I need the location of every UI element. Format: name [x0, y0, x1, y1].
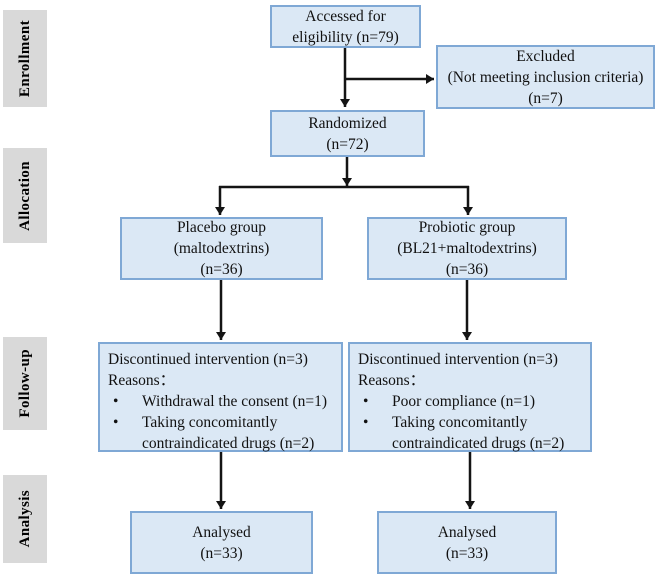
box-accessed-for-eligibility: Accessed for eligibility (n=79): [270, 5, 421, 48]
box-line: Reasons：: [358, 372, 426, 389]
box-line: (n=36): [445, 261, 489, 278]
box-line: (n=33): [445, 544, 489, 562]
box-analysed-placebo: Analysed (n=33): [130, 511, 313, 574]
box-line: Analysed: [192, 523, 251, 541]
bullet-icon: •: [363, 393, 369, 410]
box-line: Randomized: [308, 114, 387, 132]
box-line: Excluded: [516, 47, 575, 65]
box-line: eligibility (n=79): [292, 28, 399, 46]
bullet-text: Poor compliance (n=1): [392, 393, 536, 410]
stage-label-analysis: Analysis: [3, 475, 47, 563]
box-line: (n=33): [200, 544, 243, 562]
box-line: Analysed: [437, 523, 497, 541]
box-randomized: Randomized (n=72): [270, 110, 425, 157]
stage-label-allocation: Allocation: [3, 148, 47, 243]
box-discontinued-placebo: Discontinued intervention (n=3) Reasons：…: [98, 342, 343, 452]
box-line: (maltodextrins): [173, 240, 270, 257]
stage-label-followup: Follow-up: [3, 337, 47, 430]
bullet-text: Taking concomitantly contraindicated dru…: [392, 414, 565, 452]
bullet-item: • Withdrawal the consent (n=1): [113, 391, 333, 412]
box-line: (n=7): [528, 89, 563, 107]
bullet-item: • Taking concomitantly contraindicated d…: [363, 412, 582, 454]
box-discontinued-probiotic: Discontinued intervention (n=3) Reasons：…: [348, 342, 592, 452]
box-line: Placebo group: [176, 219, 267, 236]
box-line: (BL21+maltodextrins): [397, 240, 537, 257]
box-excluded: Excluded (Not meeting inclusion criteria…: [436, 45, 655, 109]
stage-label-text: Follow-up: [16, 349, 33, 418]
box-line: (n=36): [200, 261, 243, 278]
bullet-text: Withdrawal the consent (n=1): [142, 393, 328, 410]
stage-label-text: Allocation: [16, 160, 33, 231]
stage-label-text: Enrollment: [16, 19, 33, 98]
stage-label-enrollment: Enrollment: [3, 10, 47, 107]
bullet-item: • Taking concomitantly contraindicated d…: [113, 412, 333, 454]
bullet-item: • Poor compliance (n=1): [363, 391, 582, 412]
bullet-icon: •: [363, 414, 369, 431]
box-line: Discontinued intervention (n=3): [108, 351, 308, 368]
bullet-icon: •: [113, 414, 119, 431]
bullet-icon: •: [113, 393, 119, 410]
box-line: (Not meeting inclusion criteria): [447, 68, 644, 86]
box-line: (n=72): [326, 135, 369, 153]
box-line: Accessed for: [305, 7, 386, 25]
box-line: Reasons：: [108, 372, 176, 389]
bullet-text: Taking concomitantly contraindicated dru…: [142, 414, 315, 452]
stage-label-text: Analysis: [16, 490, 33, 548]
box-placebo-group: Placebo group (maltodextrins) (n=36): [120, 217, 323, 280]
box-line: Discontinued intervention (n=3): [358, 351, 558, 368]
box-line: Probiotic group: [418, 219, 516, 236]
box-probiotic-group: Probiotic group (BL21+maltodextrins) (n=…: [367, 217, 567, 280]
box-analysed-probiotic: Analysed (n=33): [377, 511, 557, 574]
